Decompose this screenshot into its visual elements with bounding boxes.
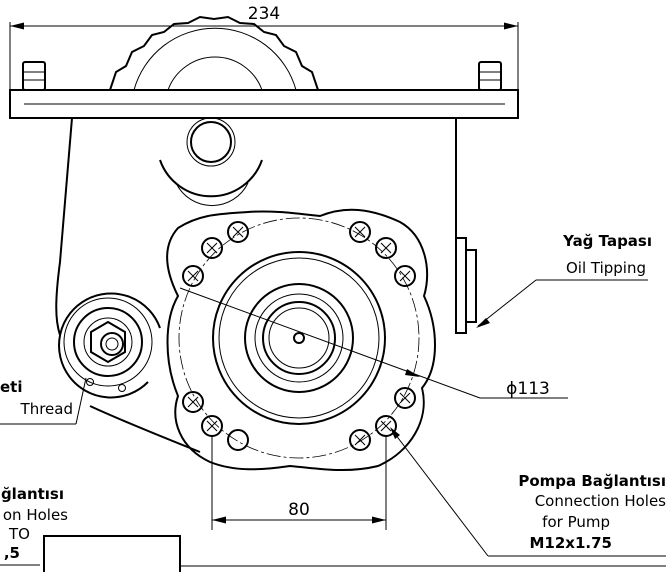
bolt-hole-crosses bbox=[187, 226, 411, 446]
pto-line4: ,5 bbox=[4, 544, 20, 562]
pto-callout: ğlantısı on Holes TO ,5 bbox=[0, 485, 68, 566]
thread-subtitle-fragment: Thread bbox=[20, 400, 73, 418]
overall-width-dimension: 234 bbox=[9, 4, 519, 92]
pump-flange bbox=[166, 208, 568, 472]
thread-title-fragment: eti bbox=[0, 378, 23, 396]
mounting-flange bbox=[9, 61, 519, 119]
thread-callout: eti Thread bbox=[0, 377, 87, 425]
pto-line2: on Holes bbox=[3, 506, 68, 524]
pump-line3: for Pump bbox=[542, 513, 610, 531]
bolt-circle-value: 113 bbox=[517, 379, 549, 399]
aux-flange bbox=[58, 292, 161, 399]
pto-outline bbox=[43, 535, 666, 572]
overall-width-value: 234 bbox=[248, 4, 280, 24]
pump-callout: Pompa Bağlantısı Connection Holes for Pu… bbox=[390, 427, 666, 557]
bolt-circle-dimension: ϕ113 bbox=[506, 379, 550, 399]
oil-plug-callout: Yağ Tapası Oil Tipping bbox=[476, 232, 652, 328]
oil-plug-subtitle: Oil Tipping bbox=[566, 259, 646, 277]
oil-plug-title: Yağ Tapası bbox=[562, 232, 652, 250]
housing-body bbox=[55, 117, 457, 453]
diameter-symbol: ϕ bbox=[506, 379, 517, 399]
pto-line1: ğlantısı bbox=[1, 485, 64, 503]
pump-line2: Connection Holes bbox=[535, 492, 666, 510]
bolt-holes bbox=[182, 221, 416, 451]
pump-title: Pompa Bağlantısı bbox=[518, 472, 666, 490]
pto-line3: TO bbox=[8, 525, 30, 543]
pump-line4: M12x1.75 bbox=[530, 534, 613, 552]
drive-gear bbox=[109, 15, 319, 91]
hole-spacing-dimension: 80 bbox=[211, 436, 387, 530]
oil-plug-boss bbox=[455, 237, 477, 334]
hole-spacing-value: 80 bbox=[288, 500, 310, 520]
